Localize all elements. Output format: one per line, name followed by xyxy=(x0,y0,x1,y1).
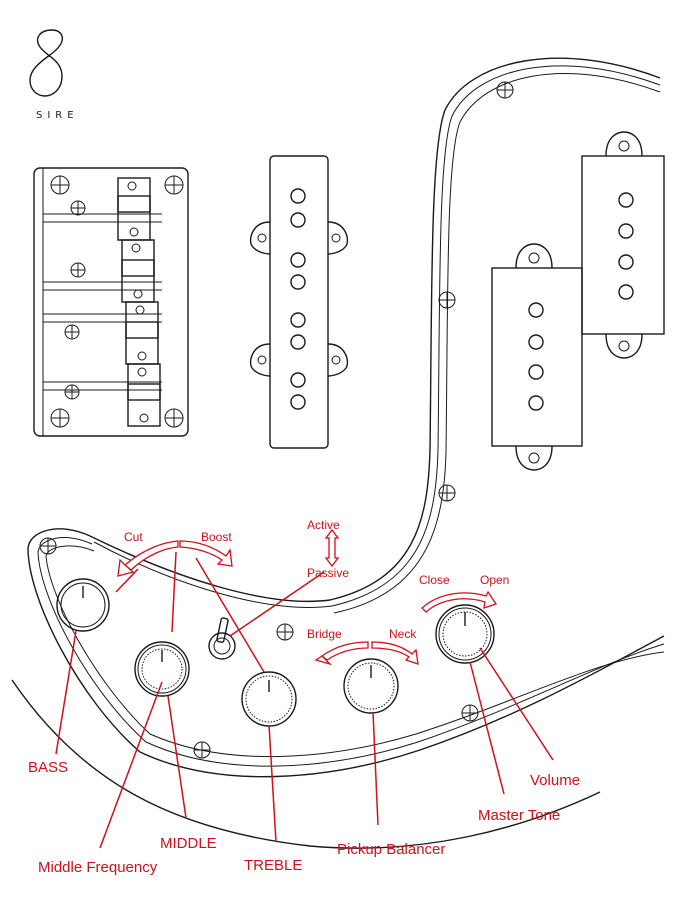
label-volume: Volume xyxy=(530,772,580,789)
label-close: Close xyxy=(419,573,450,587)
label-treble: TREBLE xyxy=(244,857,302,874)
screw-icon xyxy=(50,175,184,428)
label-middle: MIDDLE xyxy=(160,835,217,852)
bridge-neck-arrow xyxy=(314,641,419,666)
knob-volume-tone[interactable] xyxy=(435,604,495,664)
label-boost: Boost xyxy=(201,530,232,544)
cut-boost-arrow xyxy=(117,540,233,577)
active-passive-arrow xyxy=(324,528,340,568)
label-open: Open xyxy=(480,573,509,587)
label-bridge: Bridge xyxy=(307,627,342,641)
annotation-labels: Cut Boost Active Passive Close Open Brid… xyxy=(28,518,580,876)
label-cut: Cut xyxy=(124,530,143,544)
label-bass: BASS xyxy=(28,759,68,776)
knob-treble[interactable] xyxy=(241,671,297,727)
sire-logo: SIRE xyxy=(29,29,79,121)
label-master-tone: Master Tone xyxy=(478,807,560,824)
knob-pickup-balancer[interactable] xyxy=(343,658,399,714)
label-passive: Passive xyxy=(307,566,349,580)
leader-lines xyxy=(55,551,554,849)
switch-active-passive[interactable] xyxy=(208,617,236,660)
bridge-pickup xyxy=(249,155,349,449)
screw-icon xyxy=(438,81,514,502)
pickguard-upper xyxy=(89,57,661,614)
bridge xyxy=(33,167,189,437)
screw-icon xyxy=(39,537,479,759)
close-open-arrow xyxy=(421,590,498,613)
label-neck: Neck xyxy=(389,627,417,641)
label-pickup-balancer: Pickup Balancer xyxy=(337,841,445,858)
knob-middle-stacked[interactable] xyxy=(134,641,190,697)
label-middle-frequency: Middle Frequency xyxy=(38,859,158,876)
label-active: Active xyxy=(307,518,340,532)
control-plate xyxy=(11,528,665,849)
brand-name: SIRE xyxy=(36,110,79,121)
neck-pickup xyxy=(491,131,665,471)
knob-bass[interactable] xyxy=(56,578,110,632)
